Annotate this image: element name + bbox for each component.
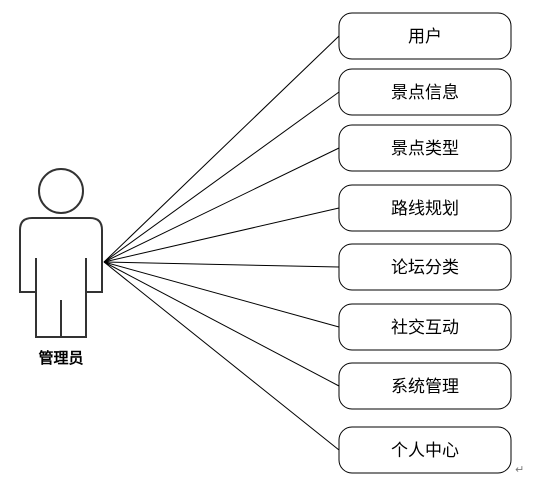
use-case-box: 景点信息 — [338, 68, 512, 116]
use-case-shape — [338, 362, 512, 410]
association-line — [103, 261, 340, 328]
use-case-label: 用户 — [408, 27, 442, 47]
use-case-box: 景点类型 — [338, 124, 512, 172]
association-line — [103, 261, 340, 268]
use-case-label: 系统管理 — [391, 377, 459, 397]
use-case-shape — [338, 124, 512, 172]
use-case-label: 论坛分类 — [391, 258, 459, 278]
use-case-shape — [338, 184, 512, 232]
association-lines — [103, 35, 340, 451]
association-line — [103, 261, 340, 387]
use-case-label: 路线规划 — [391, 199, 459, 219]
actor-body — [19, 217, 103, 338]
use-case-label: 景点信息 — [391, 83, 459, 103]
use-case-box: 系统管理 — [338, 362, 512, 410]
use-case-shape — [338, 12, 512, 60]
paragraph-mark: ↵ — [515, 463, 524, 476]
use-case-shape — [338, 243, 512, 291]
use-case-shape — [338, 426, 512, 474]
use-case-box: 社交互动 — [338, 303, 512, 351]
association-line — [103, 147, 340, 263]
actor: 管理员 — [19, 168, 103, 367]
use-case-box: 路线规划 — [338, 184, 512, 232]
association-line — [103, 35, 340, 263]
actor-label: 管理员 — [38, 349, 83, 367]
association-line — [103, 261, 340, 451]
use-case-label: 个人中心 — [391, 441, 459, 461]
association-line — [103, 91, 340, 263]
use-case-shape — [338, 68, 512, 116]
use-case-shape — [338, 303, 512, 351]
use-case-box: 用户 — [338, 12, 512, 60]
use-case-label: 景点类型 — [391, 139, 459, 159]
use-case-box: 个人中心 — [338, 426, 512, 474]
association-line — [103, 207, 340, 263]
actor-head — [38, 168, 84, 214]
person-icon — [19, 168, 103, 338]
use-case-box: 论坛分类 — [338, 243, 512, 291]
use-case-label: 社交互动 — [391, 318, 459, 338]
